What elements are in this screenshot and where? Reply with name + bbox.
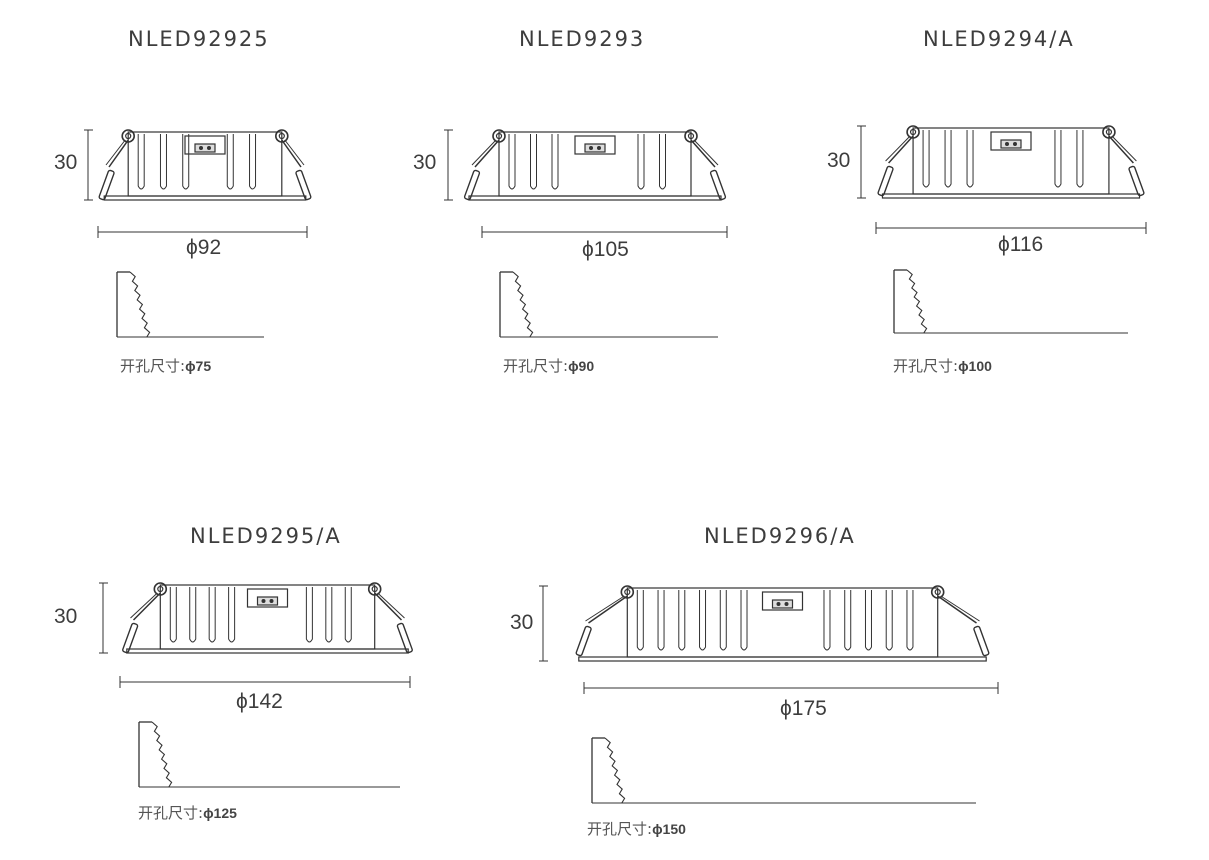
downlight-side-view xyxy=(99,582,413,654)
cutout-value: ϕ125 xyxy=(203,805,237,821)
diameter-dimension-line xyxy=(97,226,308,238)
model-title: NLED9295/A xyxy=(190,524,342,548)
ceiling-cutout-section xyxy=(591,737,976,804)
height-dimension: 30 xyxy=(510,611,534,634)
cutout-value: ϕ75 xyxy=(185,358,212,374)
downlight-side-view xyxy=(84,129,312,201)
ceiling-cutout-section xyxy=(893,269,1128,334)
cutout-size: 开孔尺寸:ϕ150 xyxy=(587,818,686,839)
height-dimension: 30 xyxy=(827,149,851,172)
model-title: NLED9293 xyxy=(519,27,646,51)
cutout-value: ϕ90 xyxy=(568,358,595,374)
diameter-dimension-line xyxy=(481,226,728,238)
diameter-dimension: ϕ175 xyxy=(780,697,827,720)
cutout-label: 开孔尺寸: xyxy=(587,820,653,838)
ceiling-cutout-section xyxy=(138,721,400,788)
model-title: NLED9296/A xyxy=(704,524,856,548)
downlight-side-view xyxy=(444,129,727,201)
model-title: NLED9294/A xyxy=(923,27,1075,51)
cutout-label: 开孔尺寸: xyxy=(893,357,959,375)
height-dimension: 30 xyxy=(54,151,78,174)
height-dimension: 30 xyxy=(413,151,437,174)
cutout-label: 开孔尺寸: xyxy=(503,357,569,375)
cutout-label: 开孔尺寸: xyxy=(120,357,186,375)
height-dimension: 30 xyxy=(54,605,78,628)
cutout-value: ϕ150 xyxy=(652,821,686,837)
ceiling-cutout-section xyxy=(116,271,264,338)
cutout-label: 开孔尺寸: xyxy=(138,804,204,822)
diameter-dimension: ϕ116 xyxy=(998,233,1044,256)
cutout-size: 开孔尺寸:ϕ75 xyxy=(120,355,211,376)
diameter-dimension: ϕ142 xyxy=(236,690,283,713)
cutout-size: 开孔尺寸:ϕ90 xyxy=(503,355,594,376)
diameter-dimension-line xyxy=(583,682,999,694)
downlight-side-view xyxy=(857,125,1145,199)
diameter-dimension-line xyxy=(875,222,1147,234)
model-title: NLED92925 xyxy=(128,27,270,51)
diameter-dimension: ϕ105 xyxy=(582,238,629,261)
downlight-side-view xyxy=(539,585,990,662)
diameter-dimension: ϕ92 xyxy=(186,236,222,259)
cutout-value: ϕ100 xyxy=(958,358,992,374)
diameter-dimension-line xyxy=(119,676,411,688)
ceiling-cutout-section xyxy=(499,271,718,338)
cutout-size: 开孔尺寸:ϕ100 xyxy=(893,355,992,376)
cutout-size: 开孔尺寸:ϕ125 xyxy=(138,802,237,823)
